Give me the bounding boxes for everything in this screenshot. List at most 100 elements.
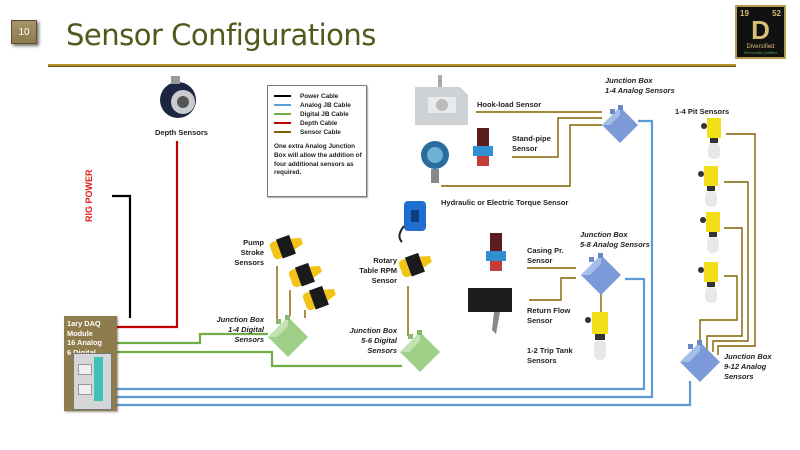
- label-line: Stroke: [240, 248, 264, 257]
- daq-board-icon: [78, 364, 92, 375]
- analog-cable-jb2: [117, 277, 646, 391]
- trip-tank-sensors-label: 1-2 Trip Tank Sensors: [527, 346, 573, 366]
- label-line: Junction Box: [580, 230, 628, 239]
- label-line: Junction Box: [605, 76, 653, 85]
- legend-item-sensor: Sensor Cable: [274, 128, 341, 136]
- label-line: Table RPM: [359, 266, 397, 275]
- slide-number-badge: 10: [11, 20, 37, 44]
- return-flow-sensor-label: Return Flow Sensor: [527, 306, 570, 326]
- legend-label: Analog JB Cable: [300, 101, 351, 109]
- legend-swatch-analog: [274, 103, 291, 107]
- logo-symbol: D: [751, 15, 770, 45]
- depth-sensors-label: Depth Sensors: [155, 128, 208, 137]
- legend-swatch-sensor: [274, 130, 291, 134]
- torque-sensor-icon: [398, 201, 426, 243]
- label-line: 1-4 Digital Sensors: [228, 325, 264, 344]
- pump-stroke-sensor-1-icon: [269, 234, 303, 260]
- label-line: Sensors: [724, 372, 754, 381]
- daq-module-title: 1ary DAQ Module: [67, 319, 101, 338]
- daq-module-photo: [73, 353, 112, 410]
- casing-pressure-sensor-label: Casing Pr. Sensor: [527, 246, 564, 266]
- label-line: 9-12 Analog: [724, 362, 767, 371]
- sensor-cable-pit3: [706, 227, 743, 350]
- return-flow-sensor-icon: [468, 288, 512, 334]
- label-line: Return Flow: [527, 306, 571, 315]
- trip-tank-sensor-icon: [585, 312, 608, 360]
- pit-sensor-1-icon: [701, 118, 721, 159]
- analog-cable-jb3: [117, 381, 692, 407]
- junction-box-digital-1-4-label: Junction Box 1-4 Digital Sensors: [199, 315, 264, 345]
- label-line: Stand-pipe: [512, 134, 551, 143]
- sensor-cable-pit2: [712, 181, 749, 352]
- label-line: Sensor: [527, 316, 553, 325]
- page-title: Sensor Configurations: [66, 18, 376, 52]
- label-line: Junction Box: [216, 315, 264, 324]
- label-line: 5-8 Analog Sensors: [580, 240, 650, 249]
- sensor-cable-pit1: [717, 133, 756, 355]
- pit-sensor-4-icon: [698, 262, 718, 303]
- legend-item-power: Power Cable: [274, 92, 338, 100]
- legend-item-digital: Digital JB Cable: [274, 110, 349, 118]
- daq-board-icon: [78, 384, 92, 395]
- sensor-cable-pit4: [699, 275, 738, 348]
- rotary-rpm-sensor-icon: [398, 252, 432, 278]
- junction-box-analog-5-8-label: Junction Box 5-8 Analog Sensors: [580, 230, 650, 250]
- legend-swatch-power: [274, 94, 291, 98]
- junction-box-analog-9-12-label: Junction Box 9-12 Analog Sensors: [724, 352, 772, 382]
- hookload-sensor-icon: [415, 75, 468, 125]
- label-line: 1-4 Analog Sensors: [605, 86, 675, 95]
- rig-power-label: RIG POWER: [84, 169, 94, 222]
- daq-module-digital-count: 6 Digital: [67, 347, 96, 357]
- pit-sensors-label: 1-4 Pit Sensors: [675, 107, 730, 116]
- label-line: Sensors: [234, 258, 264, 267]
- daq-module-analog-count: 16 Analog: [67, 338, 103, 347]
- junction-box-digital-1-4-icon: [268, 315, 308, 357]
- logo-name: Diversified: [746, 44, 775, 50]
- junction-box-digital-5-6-icon: [400, 330, 440, 372]
- junction-box-analog-9-12-icon: [680, 340, 720, 382]
- daq-battery-icon: [94, 357, 103, 401]
- junction-box-digital-5-6-label: Junction Box 5-6 Digital Sensors: [330, 326, 397, 356]
- label-line: Sensor: [371, 276, 397, 285]
- daq-module: 1ary DAQ Module 16 Analog 6 Digital: [64, 316, 117, 411]
- pump-stroke-sensor-3-icon: [302, 285, 336, 311]
- standpipe-sensor-icon: [473, 128, 493, 166]
- standpipe-transmitter-icon: [421, 141, 449, 183]
- sensor-cables: [276, 111, 756, 355]
- rotary-rpm-sensor-label: Rotary Table RPM Sensor: [350, 256, 397, 286]
- pump-stroke-sensor-2-icon: [288, 262, 322, 288]
- legend-swatch-depth: [274, 121, 291, 125]
- label-line: 5-6 Digital Sensors: [361, 336, 397, 355]
- legend-label: Sensor Cable: [300, 128, 341, 136]
- logo-left-number: 19: [740, 9, 749, 18]
- analog-cable-jb1: [117, 119, 654, 399]
- depth-cable: [117, 141, 179, 329]
- label-line: Rotary: [373, 256, 397, 265]
- sensor-cable-torque: [441, 124, 602, 187]
- legend-item-depth: Depth Cable: [274, 119, 337, 127]
- label-line: Junction Box: [349, 326, 397, 335]
- label-line: 1-2 Trip Tank: [527, 346, 573, 355]
- junction-box-analog-1-4-icon: [602, 105, 638, 143]
- digital-cable-jb1: [117, 332, 268, 345]
- title-divider: [48, 64, 736, 66]
- legend-label: Power Cable: [300, 92, 339, 100]
- daq-module-label: 1ary DAQ Module 16 Analog 6 Digital: [67, 319, 117, 357]
- legend-item-analog: Analog JB Cable: [274, 101, 351, 109]
- pit-sensor-3-icon: [700, 212, 720, 253]
- junction-box-analog-1-4-label: Junction Box 1-4 Analog Sensors: [605, 76, 675, 96]
- label-line: Junction Box: [724, 352, 772, 361]
- sensor-cable-standpipe: [512, 117, 602, 158]
- cable-legend: Power Cable Analog JB Cable Digital JB C…: [267, 85, 367, 197]
- legend-label: Digital JB Cable: [300, 110, 349, 118]
- hookload-sensor-label: Hook-load Sensor: [477, 100, 542, 109]
- depth-sensor-icon: [160, 76, 196, 118]
- logo-right-number: 52: [772, 9, 781, 18]
- torque-sensor-label: Hydraulic or Electric Torque Sensor: [441, 198, 569, 207]
- logo-tagline: Elementally Qualified: [744, 51, 777, 55]
- label-line: Sensor: [527, 256, 553, 265]
- label-line: Casing Pr.: [527, 246, 564, 255]
- legend-swatch-digital: [274, 112, 291, 116]
- casing-pressure-sensor-icon: [486, 233, 506, 271]
